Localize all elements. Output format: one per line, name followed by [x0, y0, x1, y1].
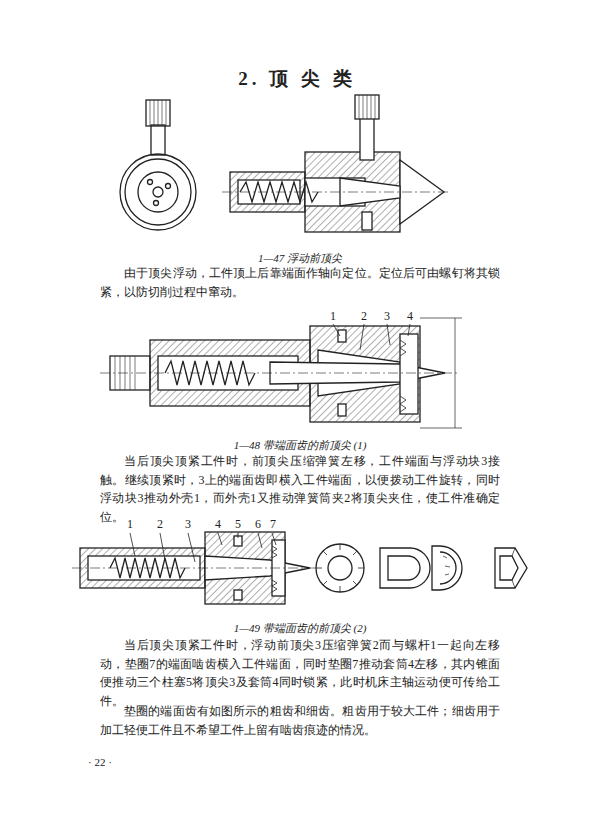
callout-number: 6 [252, 518, 264, 531]
callout-number: 3 [381, 310, 393, 323]
paragraph: 当后顶尖顶紧工件时，浮动前顶尖3压缩弹簧2而与螺杆1一起向左移动，垫圈7的端面啮… [100, 636, 500, 710]
page-number: · 22 · [88, 754, 148, 771]
paragraph: 当后顶尖顶紧工件时，前顶尖压缩弹簧左移，工件端面与浮动块3接触。继续顶紧时，3上… [100, 452, 500, 526]
callout-number: 2 [154, 518, 166, 531]
figure-caption: 1—49 带端面齿的前顶尖 (2) [150, 620, 450, 637]
page-title: 2. 顶 尖 类 [150, 64, 444, 93]
callout-number: 1 [124, 518, 136, 531]
callout-number: 4 [404, 310, 416, 323]
paragraph: 垫圈的端面齿有如图所示的粗齿和细齿。粗齿用于较大工件；细齿用于加工轻便工件且不希… [100, 702, 500, 739]
callout-number: 7 [267, 518, 279, 531]
callout-number: 3 [182, 518, 194, 531]
figure-caption: 1—47 浮动前顶尖 [150, 250, 450, 267]
callout-number: 5 [232, 518, 244, 531]
callout-number: 2 [358, 310, 370, 323]
figure-caption: 1—48 带端面齿的前顶尖 (1) [150, 437, 450, 454]
paragraph: 由于顶尖浮动，工件顶上后靠端面作轴向定位。定位后可由螺钉将其锁紧，以防切削过程中… [100, 264, 500, 301]
callout-number: 1 [327, 310, 339, 323]
callout-number: 4 [212, 518, 224, 531]
